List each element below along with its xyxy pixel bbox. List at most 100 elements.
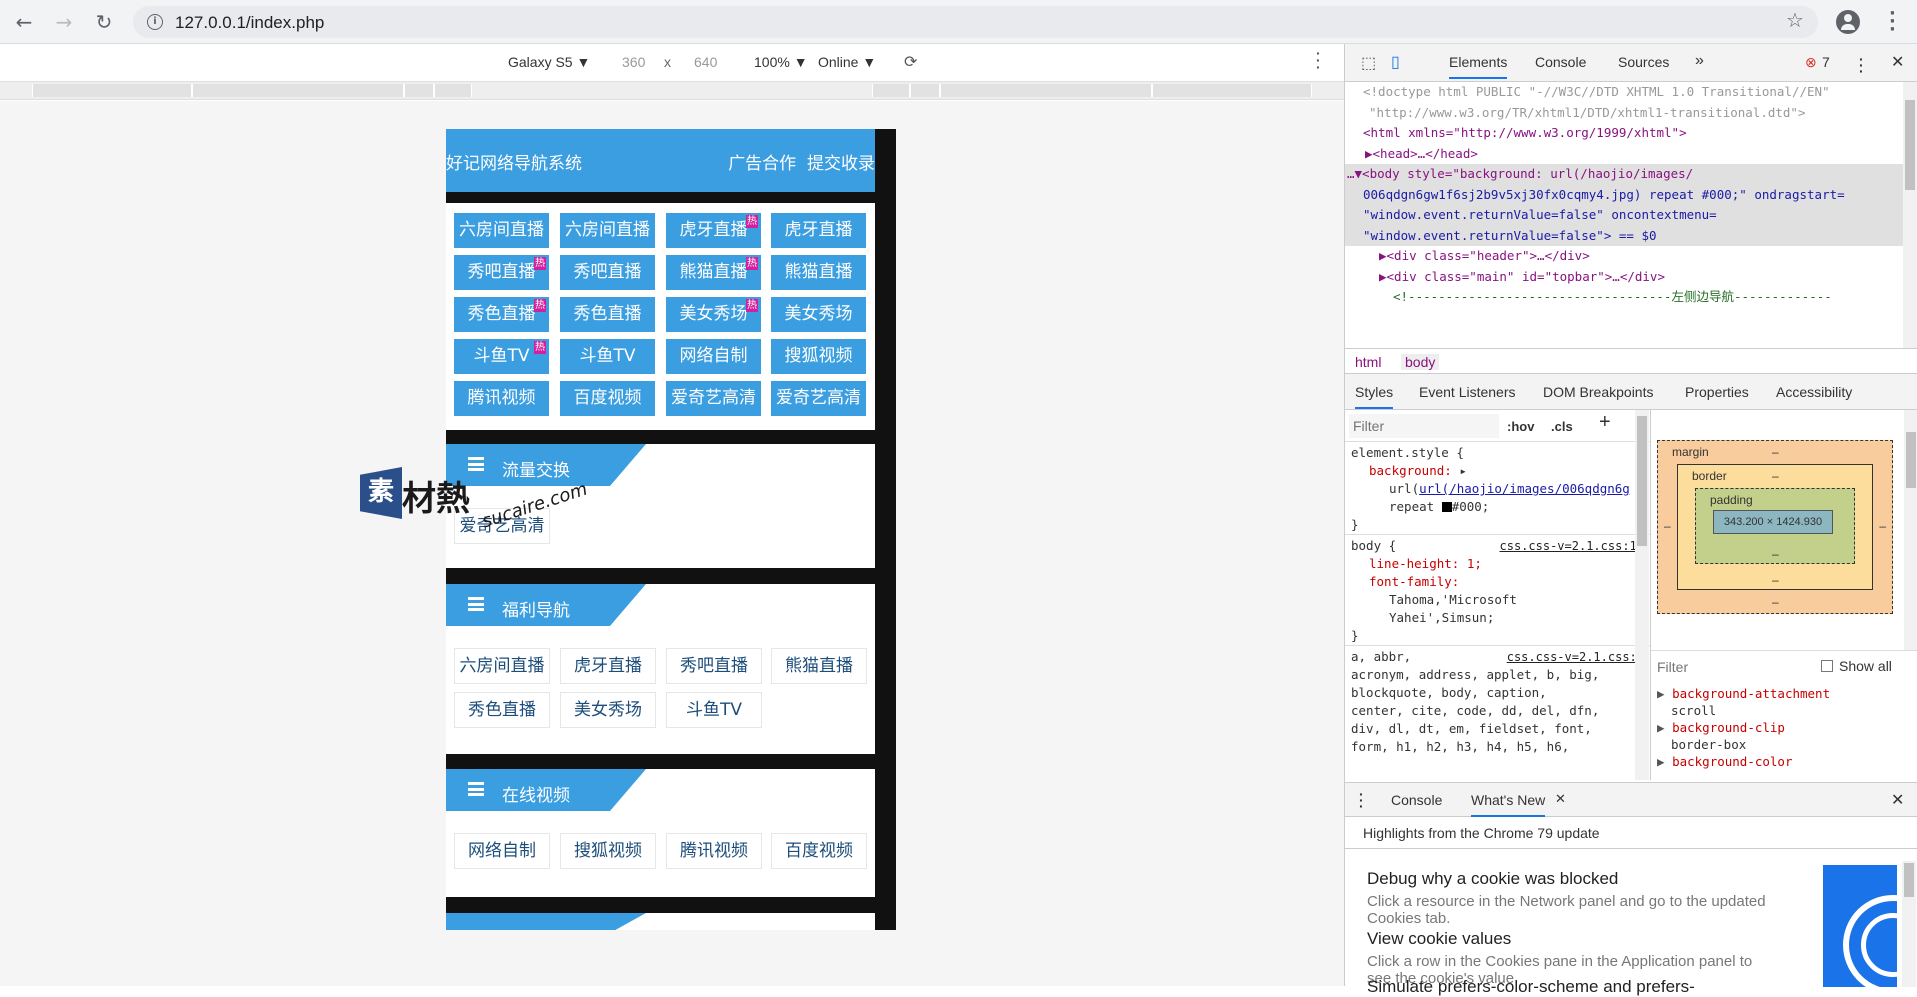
drawer-tab-whats-new[interactable]: What's New [1471, 792, 1546, 817]
link-tile[interactable]: 六房间直播 [560, 213, 655, 248]
dom-line-selected[interactable]: "window.event.returnValue=false"> == $0 [1345, 225, 1917, 246]
account-icon[interactable] [1836, 10, 1860, 34]
styles-scrollbar[interactable] [1635, 410, 1649, 780]
url-text[interactable]: 127.0.0.1/index.php [175, 13, 325, 32]
link-tile[interactable]: 秀色直播热 [454, 297, 549, 332]
news-title[interactable]: View cookie values [1367, 929, 1512, 948]
show-all-checkbox[interactable] [1821, 660, 1833, 672]
close-drawer-icon[interactable]: ✕ [1891, 792, 1905, 809]
reload-icon[interactable]: ↻ [95, 10, 113, 34]
section-link[interactable]: 熊猫直播 [771, 648, 867, 684]
cls-button[interactable]: .cls [1551, 419, 1573, 434]
link-tile[interactable]: 六房间直播 [454, 213, 549, 248]
link-tile[interactable]: 熊猫直播 [771, 255, 866, 290]
zoom-select[interactable]: 100% ▼ [754, 54, 808, 70]
computed-prop[interactable]: background-color [1672, 754, 1793, 769]
dom-line[interactable]: ▶<div class="main" id="topbar">…</div> [1379, 268, 1665, 284]
ad-link[interactable]: 广告合作 [728, 154, 797, 174]
device-menu-icon[interactable]: ··· [1316, 45, 1321, 75]
dom-line[interactable]: ▶<head>…</head> [1365, 145, 1478, 161]
add-rule-icon[interactable]: + [1599, 411, 1611, 433]
css-prop[interactable]: background: [1369, 463, 1452, 478]
error-icon[interactable]: ⊗ [1805, 54, 1817, 70]
stylesheet-link[interactable]: css.css-v=2.1.css:10 [1499, 539, 1645, 553]
inspect-icon[interactable]: ⬚ [1361, 55, 1377, 72]
rotate-icon[interactable]: ⟳ [904, 54, 918, 71]
boxmodel-scrollbar[interactable] [1904, 410, 1917, 650]
link-tile[interactable]: 虎牙直播 [771, 213, 866, 248]
devtools-menu-icon[interactable]: ··· [1859, 51, 1864, 79]
tab-accessibility[interactable]: Accessibility [1776, 384, 1853, 400]
breadcrumb-body[interactable]: body [1401, 354, 1440, 370]
section-link[interactable]: 秀吧直播 [666, 648, 762, 684]
error-count[interactable]: 7 [1822, 54, 1830, 70]
link-tile[interactable]: 百度视频 [560, 381, 655, 416]
link-tile[interactable]: 秀吧直播热 [454, 255, 549, 290]
hov-button[interactable]: :hov [1507, 419, 1535, 434]
section-link[interactable]: 爱奇艺高清 [454, 508, 550, 544]
dom-scrollbar[interactable] [1903, 82, 1917, 348]
dom-line[interactable]: "http://www.w3.org/TR/xhtml1/DTD/xhtml1-… [1369, 104, 1806, 120]
device-select[interactable]: Galaxy S5 ▼ [508, 54, 591, 70]
link-tile[interactable]: 熊猫直播热 [666, 255, 761, 290]
star-icon[interactable]: ☆ [1786, 8, 1804, 32]
link-tile[interactable]: 爱奇艺高清 [771, 381, 866, 416]
device-toggle-icon[interactable]: ▯ [1391, 54, 1400, 71]
dom-line[interactable]: <html xmlns="http://www.w3.org/1999/xhtm… [1363, 125, 1687, 140]
computed-prop[interactable]: background-attachment [1672, 686, 1831, 701]
tab-sources[interactable]: Sources [1618, 54, 1670, 70]
link-tile[interactable]: 美女秀场热 [666, 297, 761, 332]
section-link[interactable]: 虎牙直播 [560, 648, 656, 684]
styles-filter-input[interactable] [1349, 414, 1499, 438]
tab-event-listeners[interactable]: Event Listeners [1419, 384, 1516, 400]
site-title[interactable]: 好记网络导航系统 [446, 154, 582, 174]
back-arrow-icon[interactable]: ← [15, 10, 33, 34]
tab-console[interactable]: Console [1535, 54, 1587, 70]
tab-elements[interactable]: Elements [1449, 54, 1508, 79]
address-bar[interactable]: i 127.0.0.1/index.php [133, 6, 1818, 38]
dom-line[interactable]: ▶<div class="header">…</div> [1379, 248, 1590, 263]
dom-line-selected[interactable]: "window.event.returnValue=false" onconte… [1345, 205, 1917, 226]
drawer-tab-console[interactable]: Console [1391, 792, 1443, 808]
height-input[interactable]: 640 [694, 54, 718, 70]
more-tabs-icon[interactable]: » [1695, 52, 1704, 69]
tab-properties[interactable]: Properties [1685, 384, 1749, 400]
breadcrumb-html[interactable]: html [1355, 354, 1382, 370]
submit-link[interactable]: 提交收录 [807, 154, 875, 174]
section-link[interactable]: 美女秀场 [560, 692, 656, 728]
drawer-menu-icon[interactable]: ··· [1359, 786, 1364, 814]
link-tile[interactable]: 腾讯视频 [454, 381, 549, 416]
dom-line[interactable]: <!-----------------------------------左侧边… [1393, 289, 1832, 304]
bg-url-link[interactable]: url(/haojio/images/006qdgn6g [1419, 481, 1630, 496]
link-tile[interactable]: 搜狐视频 [771, 339, 866, 374]
network-select[interactable]: Online ▼ [818, 54, 877, 70]
media-query-bar[interactable] [0, 82, 1344, 100]
computed-prop[interactable]: background-clip [1672, 720, 1785, 735]
link-tile[interactable]: 虎牙直播热 [666, 213, 761, 248]
stylesheet-link[interactable]: css.css-v=2.1.css:1 [1506, 650, 1644, 664]
computed-filter-input[interactable] [1657, 655, 1797, 679]
css-prop[interactable]: line-height: 1; [1369, 556, 1482, 571]
section-link[interactable]: 腾讯视频 [666, 833, 762, 869]
tab-dom-breakpoints[interactable]: DOM Breakpoints [1543, 384, 1654, 400]
width-input[interactable]: 360 [622, 54, 646, 70]
link-tile[interactable]: 美女秀场 [771, 297, 866, 332]
info-icon[interactable]: i [147, 14, 163, 30]
close-icon[interactable]: ✕ [1891, 54, 1905, 71]
link-tile[interactable]: 秀色直播 [560, 297, 655, 332]
dom-line-selected[interactable]: …▼<body style="background: url(/haojio/i… [1345, 164, 1917, 185]
css-prop[interactable]: font-family: [1369, 574, 1460, 589]
color-swatch[interactable] [1441, 502, 1452, 512]
link-tile[interactable]: 斗鱼TV [560, 339, 655, 374]
dom-tree[interactable]: <!doctype html PUBLIC "-//W3C//DTD XHTML… [1345, 82, 1917, 348]
section-link[interactable]: 网络自制 [454, 833, 550, 869]
link-tile[interactable]: 网络自制 [666, 339, 761, 374]
link-tile[interactable]: 秀吧直播 [560, 255, 655, 290]
news-title[interactable]: Simulate prefers-color-scheme and prefer… [1367, 977, 1695, 996]
dom-line-selected[interactable]: 006qdgn6gw1f6sj2b9v5xj30fx0cqmy4.jpg) re… [1345, 184, 1917, 205]
link-tile[interactable]: 爱奇艺高清 [666, 381, 761, 416]
section-link[interactable]: 六房间直播 [454, 648, 550, 684]
section-link[interactable]: 秀色直播 [454, 692, 550, 728]
close-tab-icon[interactable]: ✕ [1555, 791, 1566, 806]
